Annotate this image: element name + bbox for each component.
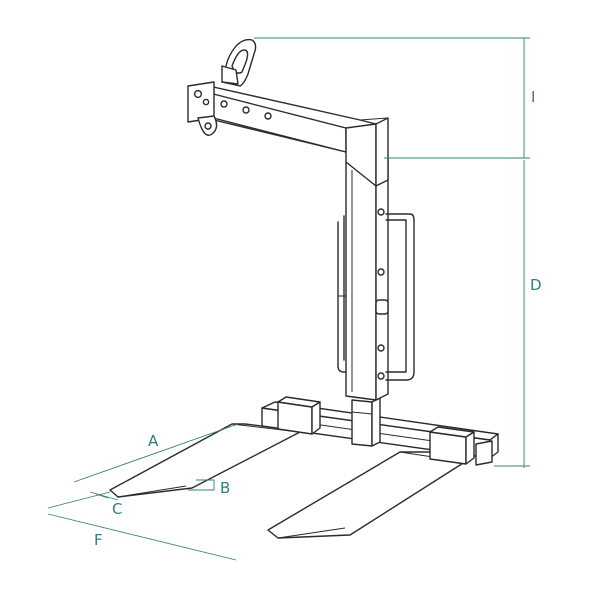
left-fork-bracket xyxy=(277,396,321,435)
right-fork-bracket xyxy=(429,426,475,465)
dim-c-line-2 xyxy=(95,493,109,499)
dim-f-extension xyxy=(47,491,111,509)
dimension-lines xyxy=(47,37,530,561)
dim-a-line xyxy=(73,423,239,483)
dim-label-i: I xyxy=(531,88,535,106)
dim-c-line xyxy=(89,491,119,501)
mast-lower xyxy=(351,397,381,447)
dim-label-f: F xyxy=(94,531,103,549)
right-fork xyxy=(267,451,469,539)
dim-f-line xyxy=(47,513,237,561)
dim-label-c: C xyxy=(112,500,122,518)
dim-label-b: B xyxy=(220,479,230,497)
handle-frame xyxy=(337,213,415,381)
jib-arm xyxy=(187,81,389,187)
dim-label-d: D xyxy=(530,276,542,294)
dim-b-leader xyxy=(188,479,215,491)
dim-label-a: A xyxy=(148,432,159,450)
mast-column xyxy=(345,159,389,401)
lifting-shackle xyxy=(221,38,257,87)
